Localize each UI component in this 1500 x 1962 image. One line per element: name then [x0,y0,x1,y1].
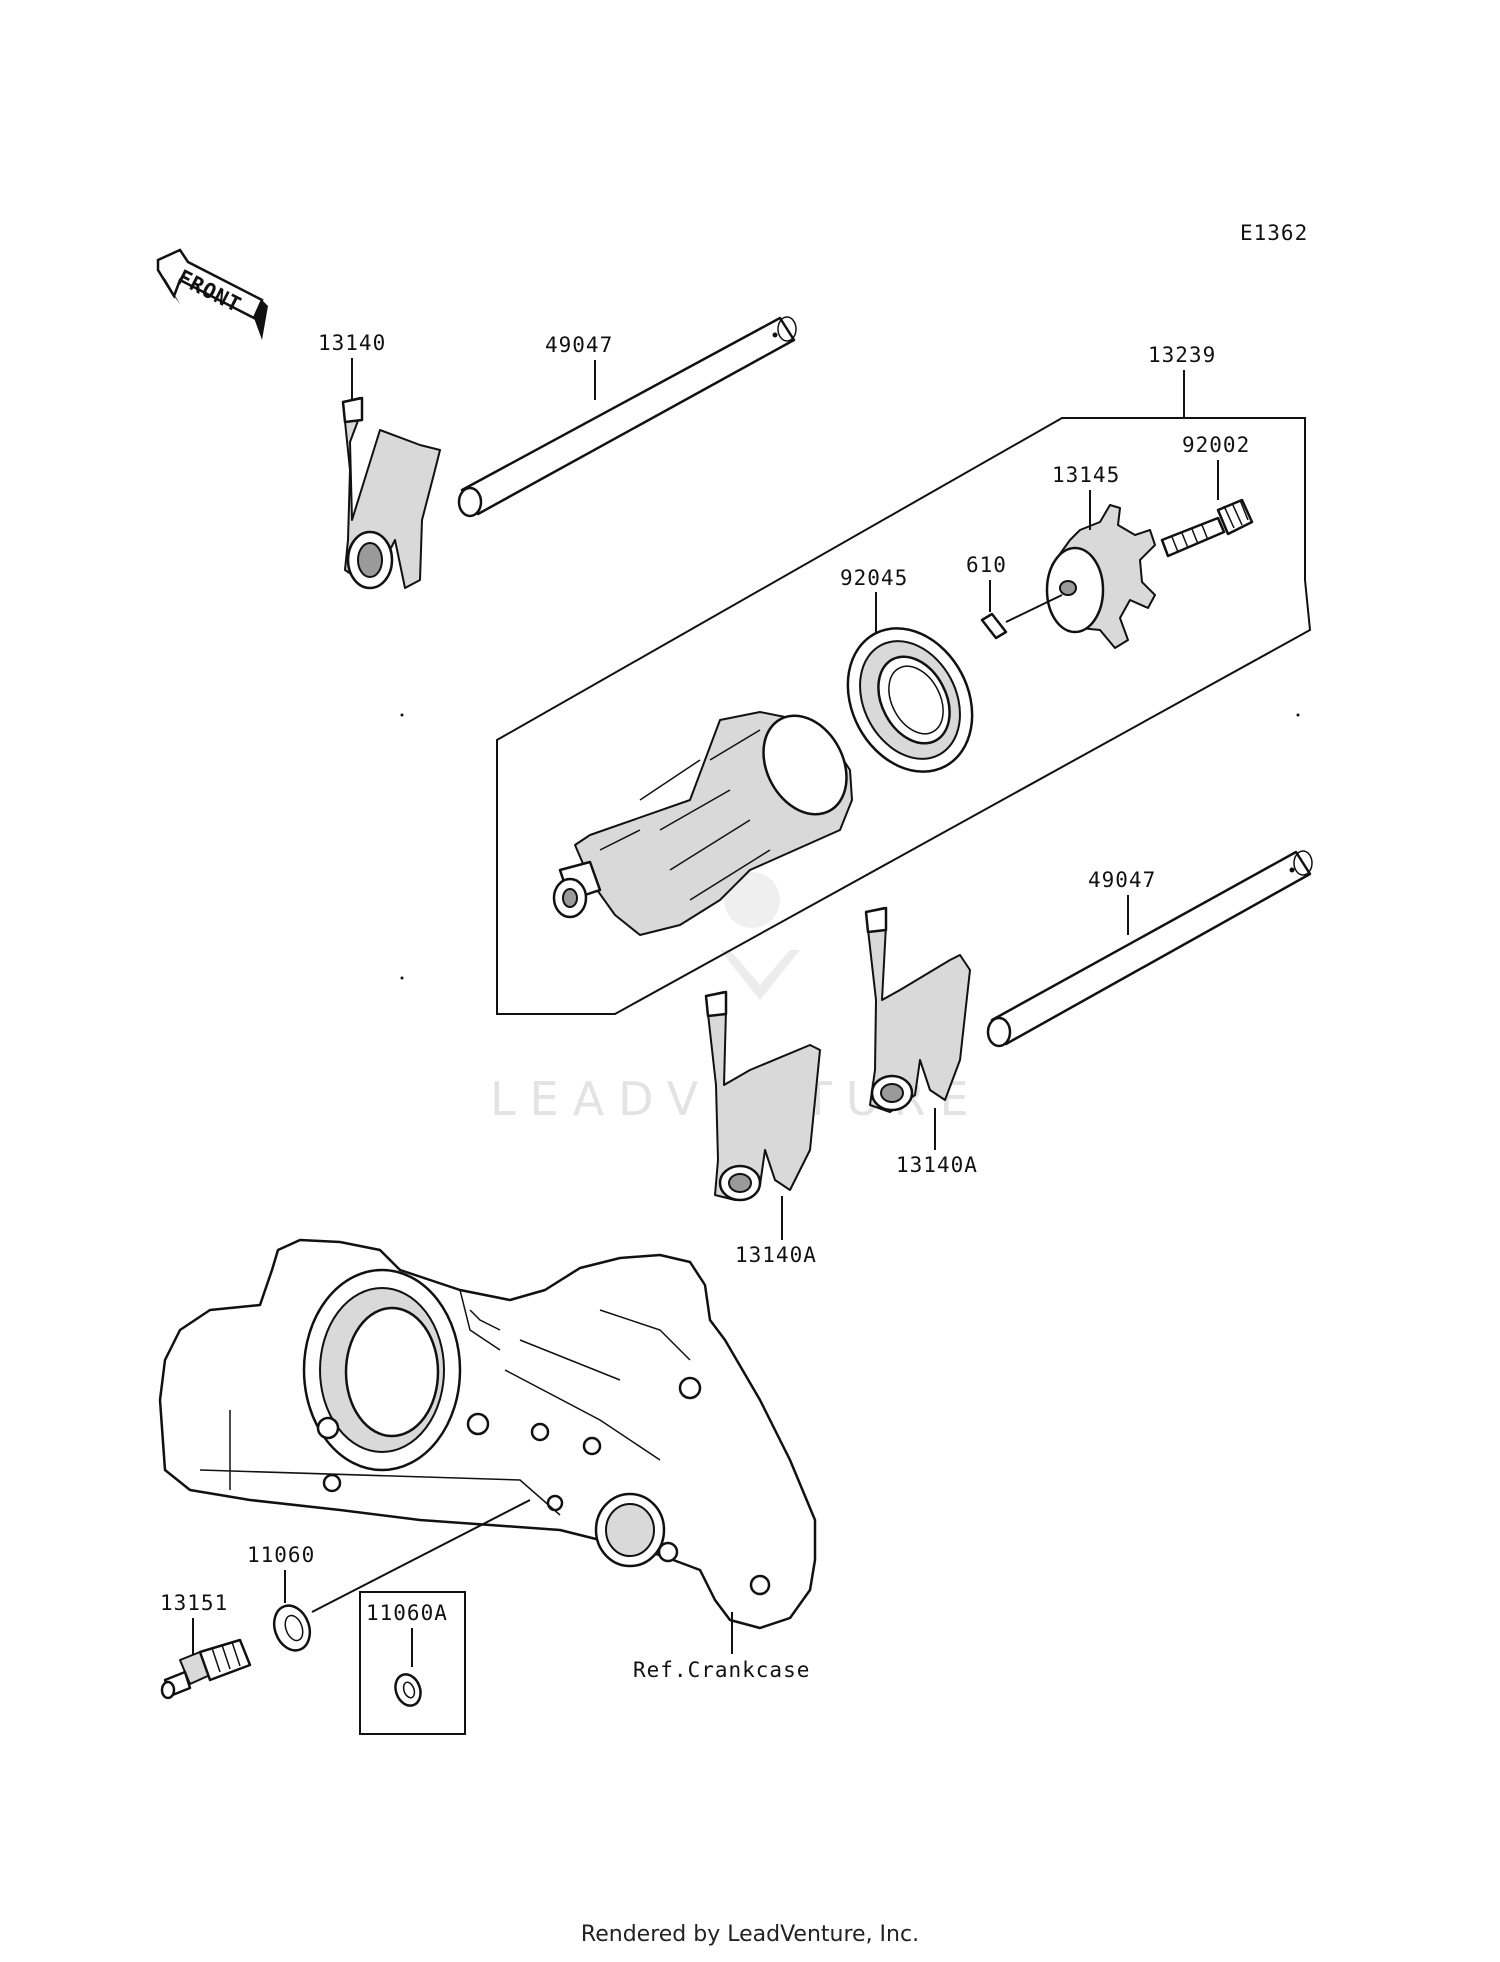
washer-alt-box [359,1591,466,1735]
drum-assembly-frame [496,417,1312,1015]
shift-fork-top [341,396,441,590]
washer-alt-part [394,1673,422,1707]
bolt-part [1160,498,1254,558]
front-arrow-icon: FRONT [156,248,268,340]
label-bearing: 92045 [840,566,908,590]
crankcase [158,1238,817,1630]
shift-fork-right [864,906,971,1113]
star-cam [1045,504,1156,649]
shift-drum [552,711,853,936]
diagram-code: E1362 [1240,221,1308,245]
label-washer: 11060 [247,1543,315,1567]
label-shaft-top: 49047 [545,333,613,357]
footer-credit: Rendered by LeadVenture, Inc. [580,1922,920,1947]
label-bolt: 92002 [1182,433,1250,457]
shift-fork-middle [704,990,821,1202]
label-crankcase: Ref.Crankcase [633,1658,810,1682]
label-fork-top: 13140 [318,331,386,355]
label-washer-alt: 11060A [366,1601,448,1625]
label-drum-assy: 13239 [1148,343,1216,367]
shift-rod-right [986,850,1313,1048]
label-star: 13145 [1052,463,1120,487]
pin-part [980,594,1063,640]
label-shaft-right: 49047 [1088,868,1156,892]
bearing-part [846,627,974,773]
label-fork-right: 13140A [896,1153,978,1177]
shift-rod-top [457,316,797,518]
washer-part [272,1604,312,1652]
label-fork-middle: 13140A [735,1243,817,1267]
label-switch: 13151 [160,1591,228,1615]
label-pin: 610 [966,553,1007,577]
neutral-switch [160,1638,252,1700]
